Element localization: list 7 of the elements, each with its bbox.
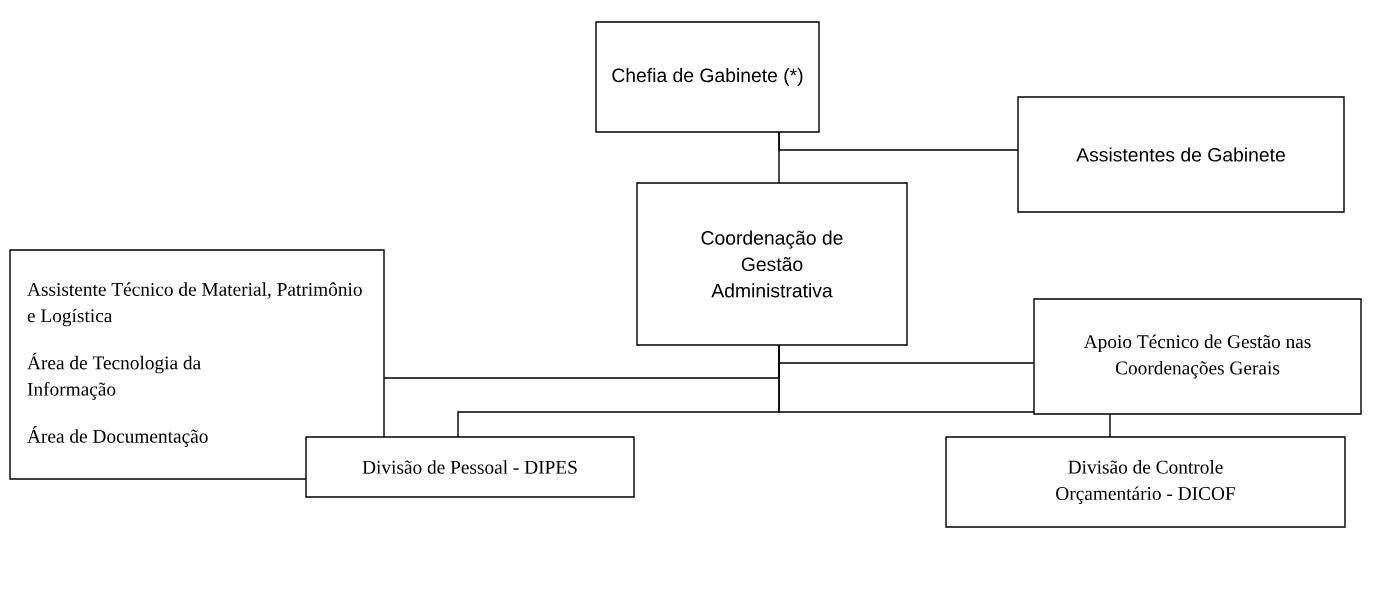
org-box: Coordenação de Gestão Administrativa: [636, 182, 908, 346]
org-box: Apoio Técnico de Gestão nas Coordenações Gerais: [1033, 298, 1362, 415]
connector-line: [778, 131, 780, 184]
org-box: Divisão de Pessoal - DIPES: [305, 436, 635, 498]
org-box: Divisão de Controle Orçamentário - DICOF: [945, 436, 1346, 528]
org-box: Assistentes de Gabinete: [1017, 96, 1345, 213]
org-box: Chefia de Gabinete (*): [595, 21, 820, 133]
